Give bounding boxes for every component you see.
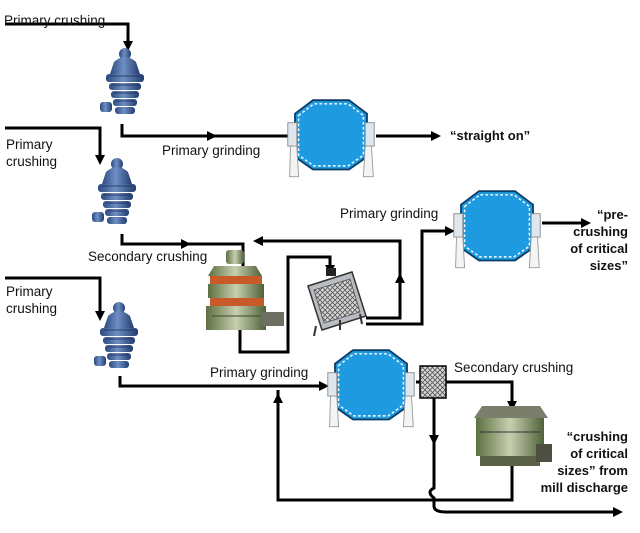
trommel-screen-icon [419,365,447,399]
output-crushing-critical-line-4: mill discharge [540,480,628,495]
output-crushing-critical: “crushing of critical sizes” from mill d… [541,428,628,496]
label-primary-crushing-2a: Primary [6,137,53,152]
gyratory-crusher-icon [92,157,137,225]
label-primary-crushing-3b: crushing [6,301,58,316]
primary-grinding-mill-3 [326,349,416,428]
label-primary-grinding-1: Primary grinding [162,143,261,158]
primary-grinding-mill-1 [286,99,376,178]
cone-crusher-2-icon [474,406,552,466]
label-primary-crushing-1: Primary crushing [4,13,106,28]
cone-crusher-icon [206,250,284,330]
output-pre-crushing-line-2: crushing [573,224,628,239]
output-crushing-critical-line-2: of critical [570,446,628,461]
output-crushing-critical-line-3: sizes” from [557,463,628,478]
label-primary-crushing-3a: Primary [6,284,53,299]
output-straight-on: “straight on” [450,128,531,143]
output-pre-crushing: “pre- crushing of critical sizes” [570,206,628,274]
label-primary-grinding-2: Primary grinding [340,206,439,221]
label-primary-crushing-2b: crushing [6,154,58,169]
gyratory-crusher-icon [100,47,145,115]
output-pre-crushing-line-3: of critical [570,241,628,256]
output-pre-crushing-line-1: “pre- [596,207,628,222]
primary-grinding-mill-2 [452,190,542,269]
label-secondary-crushing-1: Secondary crushing [88,249,208,264]
vibrating-screen-icon [307,268,367,337]
label-primary-grinding-3: Primary grinding [210,365,309,380]
output-pre-crushing-line-4: sizes” [589,258,628,273]
label-secondary-crushing-2: Secondary crushing [454,360,574,375]
output-crushing-critical-line-1: “crushing [566,429,628,444]
